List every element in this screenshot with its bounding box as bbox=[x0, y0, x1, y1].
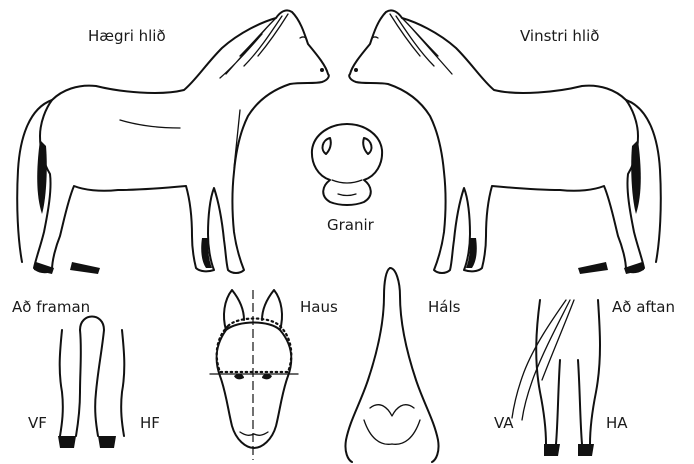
label-neck: Háls bbox=[428, 300, 460, 315]
label-hind-right: HA bbox=[606, 416, 628, 431]
neck-drawing bbox=[345, 268, 438, 462]
label-front-right: HF bbox=[140, 416, 160, 431]
label-head: Haus bbox=[300, 300, 338, 315]
hind-legs-drawing bbox=[512, 300, 600, 456]
muzzle-drawing bbox=[312, 124, 382, 205]
horse-left-side-drawing bbox=[349, 10, 661, 274]
label-front-left: VF bbox=[28, 416, 47, 431]
front-legs-drawing bbox=[58, 317, 124, 449]
label-left-side: Vinstri hlið bbox=[520, 29, 599, 44]
label-muzzle: Granir bbox=[327, 218, 374, 233]
head-front-drawing bbox=[210, 290, 298, 460]
label-front: Að framan bbox=[12, 300, 90, 315]
label-right-side: Hægri hlið bbox=[88, 29, 166, 44]
horse-right-side-drawing bbox=[17, 10, 329, 274]
label-hind-left: VA bbox=[494, 416, 514, 431]
label-rear: Að aftan bbox=[612, 300, 675, 315]
